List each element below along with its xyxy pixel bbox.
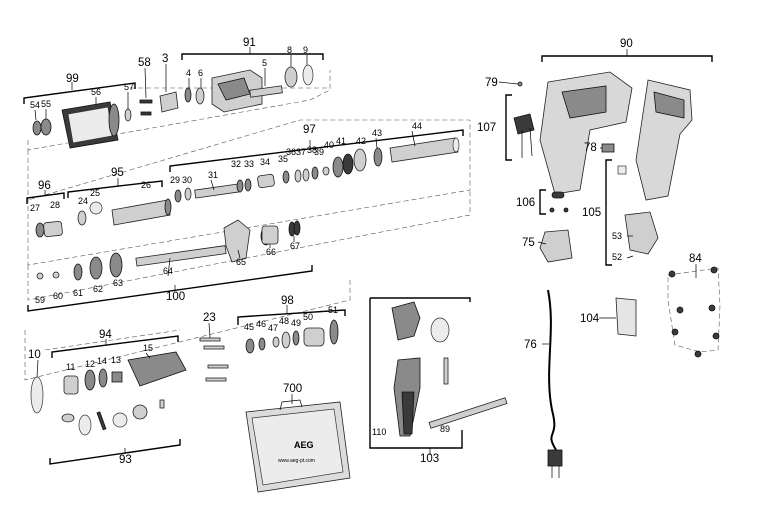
label-99: 99 [66, 73, 79, 85]
label-104: 104 [580, 313, 600, 325]
label-29: 29 [170, 175, 180, 185]
tool-holder-group [35, 198, 172, 238]
label-51: 51 [328, 305, 338, 315]
label-67: 67 [290, 241, 300, 251]
label-12: 12 [85, 359, 95, 369]
label-66: 66 [266, 247, 276, 257]
label-53: 53 [612, 231, 622, 241]
leader-lines [34, 55, 697, 404]
label-33: 33 [244, 159, 254, 169]
label-46: 46 [256, 319, 266, 329]
label-78: 78 [584, 142, 597, 154]
label-41: 41 [336, 136, 346, 146]
label-97: 97 [303, 124, 316, 136]
label-42: 42 [356, 136, 366, 146]
label-110: 110 [372, 427, 386, 437]
label-57: 57 [124, 82, 134, 92]
spindle-group [174, 137, 460, 203]
motor-group [32, 99, 153, 149]
carry-case: AEG www.aeg-pt.com [245, 399, 351, 493]
gear-housing-group [159, 64, 314, 113]
label-14: 14 [97, 356, 107, 366]
label-106: 106 [516, 197, 535, 209]
label-91: 91 [243, 37, 256, 49]
label-11: 11 [66, 362, 75, 372]
label-5: 5 [262, 58, 267, 68]
housing-group [513, 71, 693, 263]
label-47: 47 [268, 323, 278, 333]
label-52: 52 [612, 252, 622, 262]
label-39: 39 [314, 147, 324, 157]
label-64: 64 [163, 266, 173, 276]
label-75: 75 [522, 237, 535, 249]
label-76: 76 [524, 339, 537, 351]
label-43: 43 [372, 128, 382, 138]
label-13: 13 [111, 355, 121, 365]
label-31: 31 [208, 170, 218, 180]
part-labels: 54 55 56 57 4 6 5 8 9 27 28 24 25 26 29 … [30, 45, 622, 437]
label-34: 34 [260, 157, 270, 167]
label-26: 26 [141, 180, 151, 190]
label-63: 63 [113, 278, 123, 288]
group-brackets [23, 47, 713, 465]
label-65: 65 [236, 257, 246, 267]
label-3: 3 [162, 53, 168, 65]
label-8: 8 [287, 45, 292, 55]
label-95: 95 [111, 167, 124, 179]
label-54: 54 [30, 100, 40, 110]
label-9: 9 [303, 45, 308, 55]
label-50: 50 [303, 312, 313, 322]
label-60: 60 [53, 291, 63, 301]
label-48: 48 [279, 316, 289, 326]
label-24: 24 [78, 196, 88, 206]
label-32: 32 [231, 159, 241, 169]
group-labels: 99 91 97 95 96 100 98 94 93 90 107 106 1… [28, 37, 702, 466]
intermediate-shaft-group [36, 219, 301, 281]
label-89: 89 [440, 424, 450, 434]
label-105: 105 [582, 207, 601, 219]
label-96: 96 [38, 180, 51, 192]
cord-group [547, 266, 720, 478]
label-103: 103 [420, 453, 439, 465]
label-10: 10 [28, 349, 41, 361]
label-58: 58 [138, 57, 151, 69]
label-36: 36 [286, 147, 296, 157]
label-61: 61 [73, 288, 83, 298]
label-15: 15 [143, 343, 153, 353]
case-brand-label: AEG [294, 440, 314, 450]
label-107: 107 [477, 122, 496, 134]
label-79: 79 [485, 77, 498, 89]
label-100: 100 [166, 291, 185, 303]
label-4: 4 [186, 68, 191, 78]
label-28: 28 [50, 200, 60, 210]
clutch-group [199, 319, 339, 382]
label-35: 35 [278, 154, 288, 164]
label-23: 23 [203, 312, 216, 324]
case-url-label: www.aeg-pt.com [278, 458, 315, 464]
label-93: 93 [119, 454, 132, 466]
side-handle-group [391, 301, 508, 437]
label-30: 30 [182, 175, 192, 185]
label-90: 90 [620, 38, 633, 50]
label-98: 98 [281, 295, 294, 307]
label-700: 700 [283, 383, 302, 395]
label-94: 94 [99, 329, 112, 341]
label-37: 37 [296, 147, 306, 157]
label-27: 27 [30, 203, 40, 213]
label-84: 84 [689, 253, 702, 265]
label-56: 56 [91, 87, 101, 97]
label-62: 62 [93, 284, 103, 294]
label-25: 25 [90, 188, 100, 198]
label-49: 49 [291, 318, 301, 328]
label-40: 40 [324, 140, 334, 150]
label-45: 45 [244, 322, 254, 332]
label-59: 59 [35, 295, 45, 305]
label-6: 6 [198, 68, 203, 78]
label-44: 44 [412, 121, 422, 131]
label-55: 55 [41, 99, 51, 109]
front-housing-group [30, 351, 187, 436]
label-38: 38 [307, 145, 317, 155]
